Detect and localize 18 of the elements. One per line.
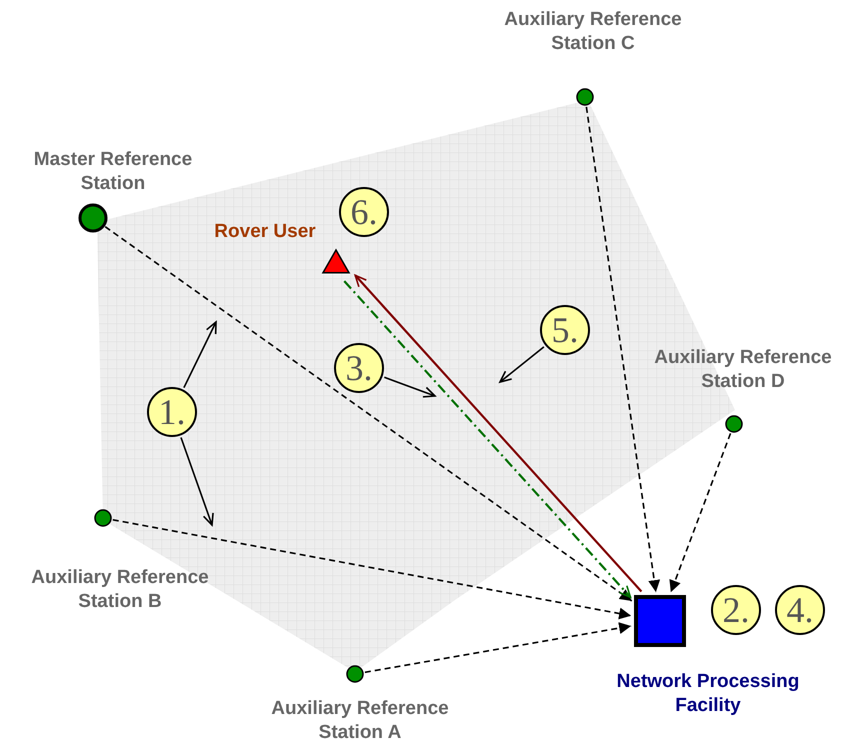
station-label: Master Reference Station [32, 148, 194, 196]
leader-line [183, 321, 217, 388]
arrow [586, 106, 660, 592]
arrow [104, 226, 632, 602]
station-label: Auxiliary Reference Station B [30, 566, 210, 614]
callout-number: 4. [775, 585, 825, 635]
arrow [364, 622, 632, 674]
station-label: Network Processing Facility [616, 670, 800, 718]
station-label: Auxiliary Reference Station C [503, 8, 683, 56]
leader-line [180, 437, 214, 526]
station-label: Auxiliary Reference Station A [270, 697, 450, 745]
arrow [669, 433, 732, 593]
callout-number: 2. [711, 585, 761, 635]
leader-line [384, 376, 436, 398]
arrow [112, 519, 632, 620]
leader-line [499, 346, 544, 383]
station-label: Auxiliary Reference Station D [653, 346, 833, 394]
station-label: Rover User [213, 220, 317, 244]
